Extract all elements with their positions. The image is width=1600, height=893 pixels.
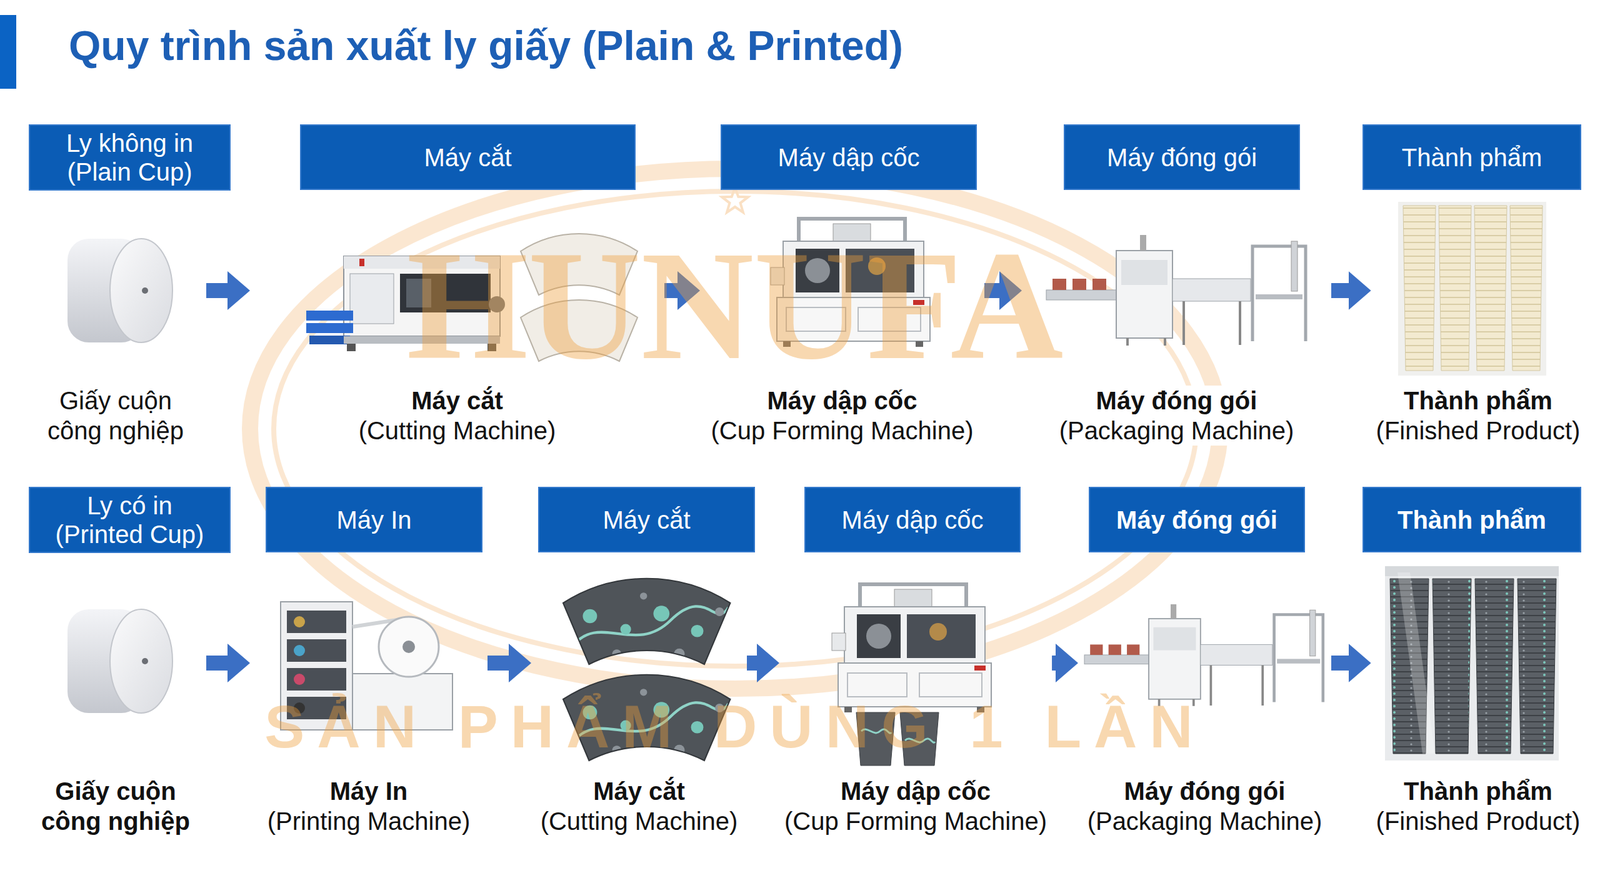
step-name-english: (Finished Product)	[1373, 806, 1584, 837]
step-header-box: Máy dập cốc	[804, 486, 1021, 553]
paper-roll	[67, 238, 173, 343]
header-label: Máy đóng gói	[1106, 143, 1257, 172]
header-label: Máy dập cốc	[778, 143, 920, 172]
header-label: Thành phẩm	[1397, 505, 1547, 535]
header-label: Máy In	[336, 505, 412, 535]
step-name-english: (Cup Forming Machine)	[708, 415, 976, 446]
flow-arrow	[206, 283, 230, 299]
process-step: Thành phẩm(Finished Product)	[1371, 566, 1586, 837]
process-step: Máy dập cốc(Cup Forming Machine)	[779, 566, 1052, 837]
step-name-english: (Cutting Machine)	[538, 806, 741, 837]
step-name-english: (Packaging Machine)	[1085, 806, 1325, 837]
watermark-emblem	[721, 187, 749, 213]
process-step: Thành phẩm(Finished Product)	[1371, 204, 1586, 446]
step-header-box: Thành phẩm	[1362, 124, 1582, 190]
step-header-box: Ly không in (Plain Cup)	[28, 124, 231, 191]
flow-arrow	[206, 655, 230, 671]
flow-arrow	[746, 655, 760, 671]
process-step: Máy cắt(Cutting Machine)	[250, 204, 665, 446]
step-name: Giấy cuộn công nghiệp	[35, 385, 197, 446]
process-step: Máy In(Printing Machine)	[250, 566, 488, 837]
process-step: Máy đóng gói(Packaging Machine)	[1021, 204, 1332, 446]
step-header-box: Thành phẩm	[1362, 486, 1582, 553]
step-header-box: Máy cắt	[538, 486, 755, 553]
step-header-box: Máy đóng gói	[1063, 124, 1300, 190]
process-step: Giấy cuộn công nghiệp	[25, 566, 207, 837]
step-name: Máy đóng gói	[1093, 385, 1260, 416]
header-label: Thành phẩm	[1401, 143, 1543, 172]
finished-cups-photo	[1398, 201, 1547, 376]
watermark-text: HUNUFA	[406, 215, 1064, 396]
step-name-english: (Cup Forming Machine)	[781, 806, 1050, 837]
finished-cups-photo	[1385, 566, 1559, 761]
step-name: Giấy cuộn công nghiệp	[35, 776, 197, 837]
flow-arrow	[1051, 655, 1059, 671]
step-name-english: (Finished Product)	[1373, 415, 1584, 446]
header-label: Máy đóng gói	[1116, 505, 1278, 535]
header-label: Ly không in (Plain Cup)	[48, 128, 212, 187]
step-header-box: Ly có in (Printed Cup)	[28, 486, 231, 554]
step-header-box: Máy In	[265, 486, 483, 553]
packaging-machine-picture	[1046, 235, 1306, 346]
header-label: Máy cắt	[602, 505, 690, 535]
step-name: Máy đóng gói	[1121, 776, 1289, 807]
header-label: Máy dập cốc	[841, 505, 984, 535]
title-bar	[0, 15, 17, 89]
process-step: Máy cắt(Cutting Machine)	[531, 566, 747, 837]
watermark-text: SẢN PHẨM DÙNG 1 LẦN	[264, 692, 1205, 762]
process-step: Giấy cuộn công nghiệp	[25, 204, 207, 446]
printed-cup-blank	[563, 578, 730, 665]
process-step: Máy đóng gói(Packaging Machine)	[1078, 566, 1332, 837]
flow-arrow	[487, 655, 512, 671]
page-title: Quy trình sản xuất ly giấy (Plain & Prin…	[68, 21, 904, 71]
flow-arrow	[1331, 655, 1352, 671]
step-name: Máy cắt	[590, 776, 688, 807]
step-name-english: (Packaging Machine)	[1056, 415, 1297, 446]
step-name-english: (Printing Machine)	[265, 806, 474, 837]
step-header-box: Máy cắt	[300, 124, 636, 190]
step-header-box: Máy dập cốc	[720, 124, 977, 190]
step-name: Máy dập cốc	[764, 385, 920, 416]
step-name: Máy In	[327, 776, 410, 807]
process-step: Máy dập cốc(Cup Forming Machine)	[700, 204, 985, 446]
header-label: Máy cắt	[423, 143, 512, 172]
step-name: Thành phẩm	[1401, 776, 1555, 807]
step-header-box: Máy đóng gói	[1088, 486, 1305, 553]
step-name: Thành phẩm	[1401, 385, 1555, 416]
header-label: Ly có in (Printed Cup)	[48, 491, 212, 549]
step-name: Máy dập cốc	[838, 776, 994, 807]
flow-arrow	[1331, 283, 1352, 299]
packaging-machine-picture	[1084, 604, 1324, 707]
paper-roll	[67, 609, 173, 714]
step-name-english: (Cutting Machine)	[356, 415, 559, 446]
step-name: Máy cắt	[408, 385, 506, 416]
